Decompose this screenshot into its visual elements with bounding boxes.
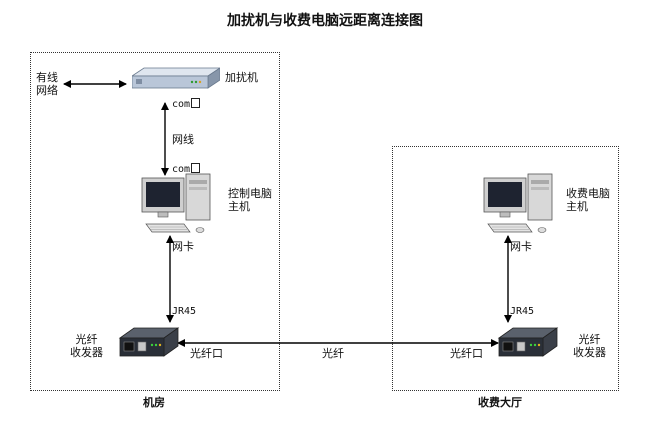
left-transceiver-label-line1: 光纤 [75,333,98,346]
diagram-title: 加扰机与收费电脑远距离连接图 [227,13,423,29]
wired-network-label: 有线 网络 [36,71,58,97]
left-transceiver-icon [118,327,180,357]
scrambler-device-icon [132,67,220,89]
jr45-left-label: JR45 [172,306,197,317]
fiber-port-left-label: 光纤口 [190,347,223,360]
com-top-text: com [172,99,191,110]
right-transceiver-label: 光纤 收发器 [573,333,606,359]
nic-left-label: 网卡 [172,240,194,253]
nic-right-label: 网卡 [510,240,532,253]
control-pc-label: 控制电脑 主机 [228,187,272,213]
right-transceiver-label-line1: 光纤 [578,333,601,346]
network-cable-label: 网线 [172,133,194,146]
jr45-right-label: JR45 [510,306,535,317]
com-bottom-label: com [172,163,201,176]
com-top-label: com [172,98,201,111]
billing-pc-label-line2: 主机 [566,200,588,213]
com-bottom-text: com [172,164,191,175]
left-transceiver-label: 光纤 收发器 [70,333,103,359]
com-port-icon [191,98,201,108]
billing-pc-label-line1: 收费电脑 [566,187,610,200]
wired-network-label-line1: 有线 [36,71,58,84]
wired-network-label-line2: 网络 [36,84,58,97]
right-transceiver-label-line2: 收发器 [573,346,606,359]
billing-hall-label: 收费大厅 [478,396,522,409]
control-pc-label-line2: 主机 [228,200,250,213]
billing-pc-icon [483,173,553,233]
left-transceiver-label-line2: 收发器 [70,346,103,359]
fiber-label: 光纤 [322,347,344,360]
billing-pc-label: 收费电脑 主机 [566,187,610,213]
billing-hall-zone [392,146,619,391]
control-pc-label-line1: 控制电脑 [228,187,272,200]
fiber-port-right-label: 光纤口 [450,347,483,360]
control-pc-icon [141,173,211,233]
right-transceiver-icon [497,327,559,357]
machine-room-label: 机房 [143,396,165,409]
scrambler-label: 加扰机 [225,71,258,84]
com-port-icon [191,163,201,173]
machine-room-zone [30,52,280,391]
